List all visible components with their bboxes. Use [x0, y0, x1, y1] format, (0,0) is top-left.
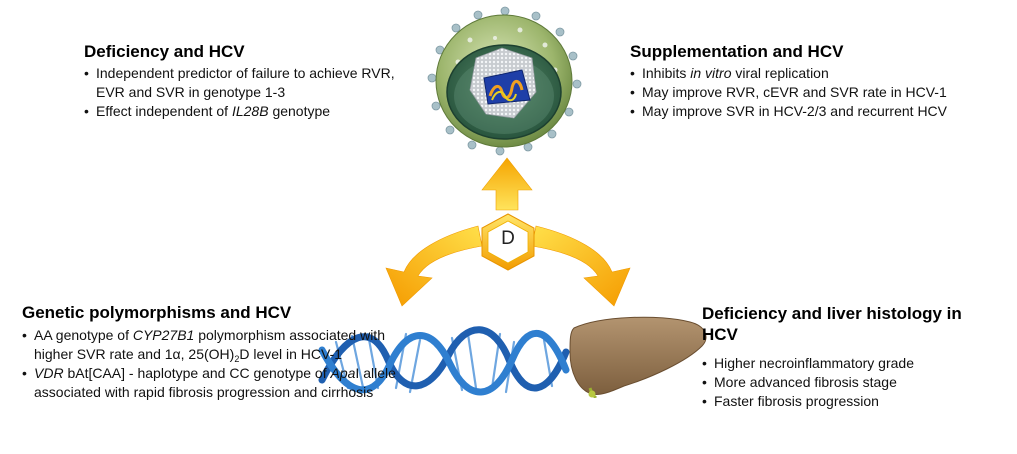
panel-title: Deficiency and liver histology in HCV: [702, 304, 962, 344]
bullet-item: Faster fibrosis progression: [702, 392, 1002, 411]
bullet-item: May improve SVR in HCV-2/3 and recurrent…: [630, 102, 1010, 121]
bullet-item: May improve RVR, cEVR and SVR rate in HC…: [630, 83, 1010, 102]
virus-icon: [427, 6, 582, 156]
panel-title: Supplementation and HCV: [630, 42, 844, 61]
panel-genetic-polymorphisms: Genetic polymorphisms and HCV AA genotyp…: [22, 302, 422, 402]
bullet-item: VDR bAt[CAA] - haplotype and CC genotype…: [22, 364, 422, 402]
vitamin-d-hexagon-icon: [481, 213, 535, 271]
bullet-list: Inhibits in vitro viral replicationMay i…: [630, 64, 1010, 121]
panel-supplementation-hcv: Supplementation and HCV Inhibits in vitr…: [630, 41, 1010, 121]
arrow-curve-right: [531, 225, 631, 307]
bullet-item: AA genotype of CYP27B1 polymorphism asso…: [22, 326, 422, 364]
bullet-item: Inhibits in vitro viral replication: [630, 64, 1010, 83]
panel-liver-histology: Deficiency and liver histology in HCV Hi…: [702, 303, 1002, 411]
arrow-curve-left: [385, 225, 483, 307]
bullet-list: Higher necroinflammatory gradeMore advan…: [702, 354, 1002, 411]
panel-title: Genetic polymorphisms and HCV: [22, 303, 292, 322]
bullet-item: More advanced fibrosis stage: [702, 373, 1002, 392]
bullet-list: AA genotype of CYP27B1 polymorphism asso…: [22, 326, 422, 402]
bullet-item: Higher necroinflammatory grade: [702, 354, 1002, 373]
panel-deficiency-hcv: Deficiency and HCV Independent predictor…: [84, 41, 414, 121]
bullet-item: Effect independent of IL28B genotype: [84, 102, 414, 121]
bullet-item: Independent predictor of failure to achi…: [84, 64, 414, 102]
bullet-list: Independent predictor of failure to achi…: [84, 64, 414, 121]
panel-title: Deficiency and HCV: [84, 42, 245, 61]
vitamin-d-label: D: [501, 228, 515, 249]
arrow-up: [481, 157, 533, 211]
liver-icon: [569, 316, 707, 398]
